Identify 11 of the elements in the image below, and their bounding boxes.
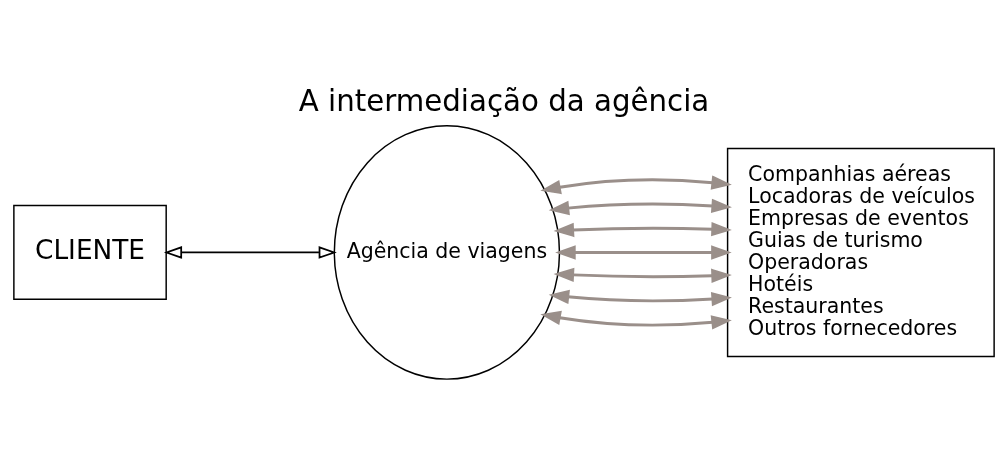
- arrow: [548, 198, 732, 215]
- arrow: [553, 221, 732, 237]
- node-box: Companhias aéreas Locadoras de veículos Empresas de eventos Guias de turismo Operadoras Hotéis Restaurantes Outros fornecedores: [726, 147, 995, 357]
- arrow: [540, 174, 732, 194]
- node-box: CLIENTE: [13, 204, 167, 300]
- arrow: [163, 245, 337, 259]
- arrow: [540, 310, 732, 330]
- arrow: [548, 289, 732, 306]
- diagram-title: A intermediação da agência: [298, 83, 710, 118]
- arrow: [553, 267, 732, 283]
- arrow: [555, 244, 732, 260]
